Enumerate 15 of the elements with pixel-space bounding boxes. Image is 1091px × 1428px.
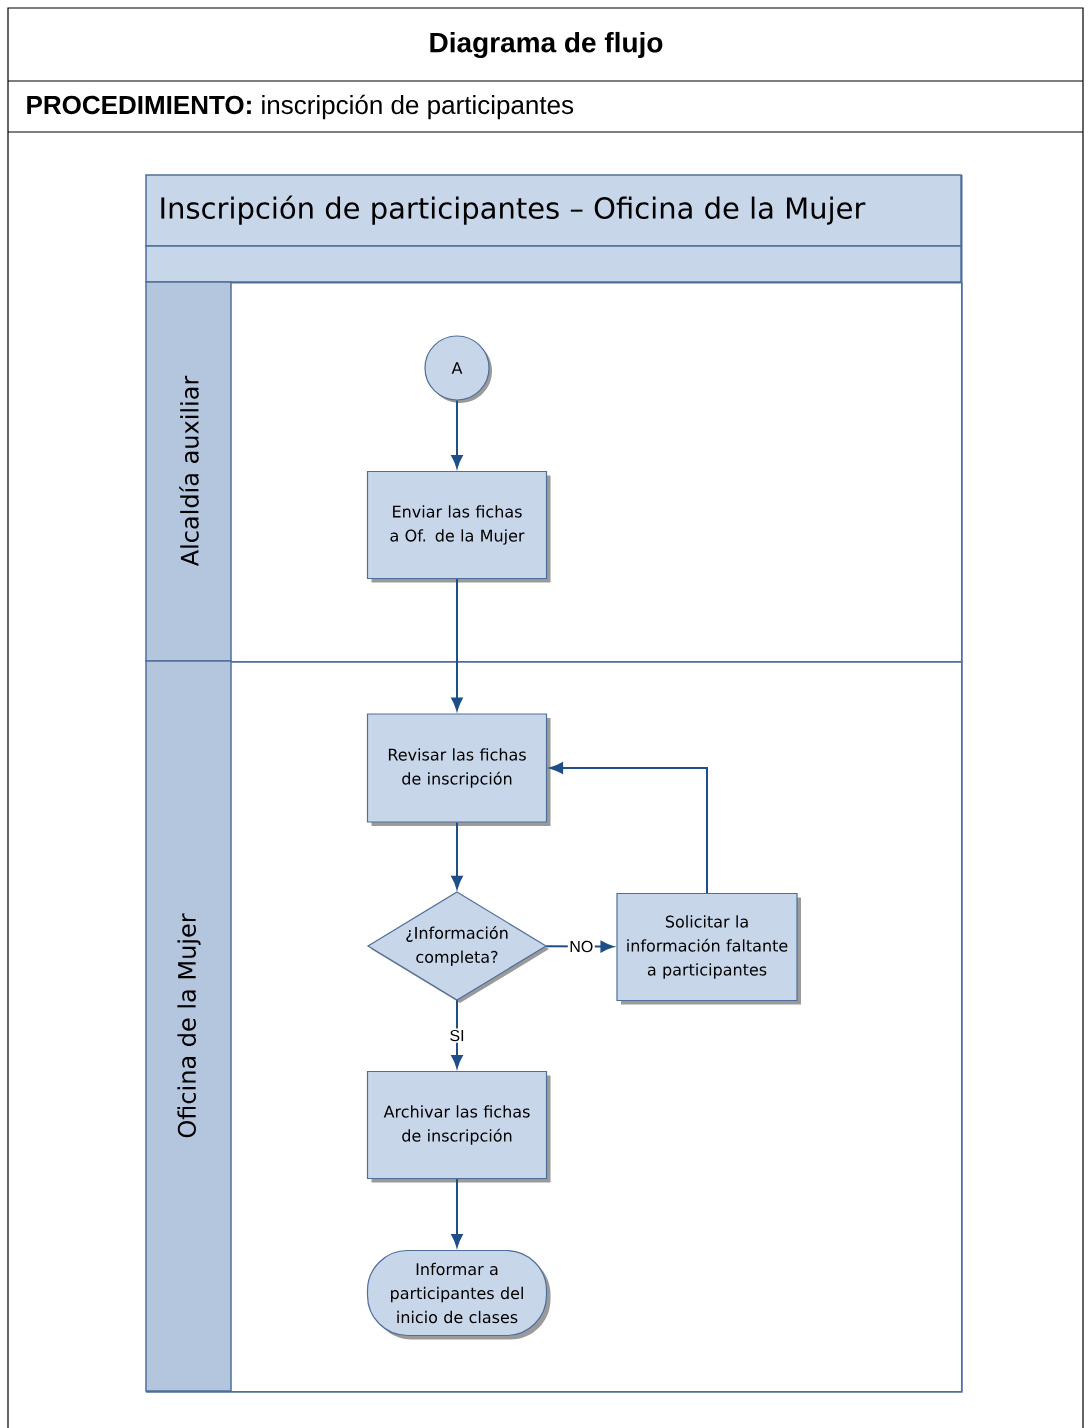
process-box: Enviar las fichas a Of. de la Mujer xyxy=(366,470,551,583)
terminal-box: Informar a participantes del inicio de clases xyxy=(366,1249,551,1340)
arrow xyxy=(451,821,463,889)
procedure-label: PROCEDIMIENTO: inscripción de participantes xyxy=(27,94,574,120)
arrow xyxy=(451,1178,463,1248)
arrow xyxy=(549,762,708,894)
arrow xyxy=(451,578,463,711)
edge-label: SI xyxy=(447,1028,467,1043)
title: Diagrama de flujo xyxy=(430,31,663,59)
process-box: Archivar las fichas de inscripción xyxy=(366,1070,551,1183)
process-box: Revisar las fichas de inscripción xyxy=(366,713,551,826)
edge-label: NO xyxy=(567,939,595,954)
process-box: Solicitar la información faltante a participantes xyxy=(616,892,801,1005)
arrow xyxy=(451,999,463,1069)
arrow xyxy=(451,399,463,469)
